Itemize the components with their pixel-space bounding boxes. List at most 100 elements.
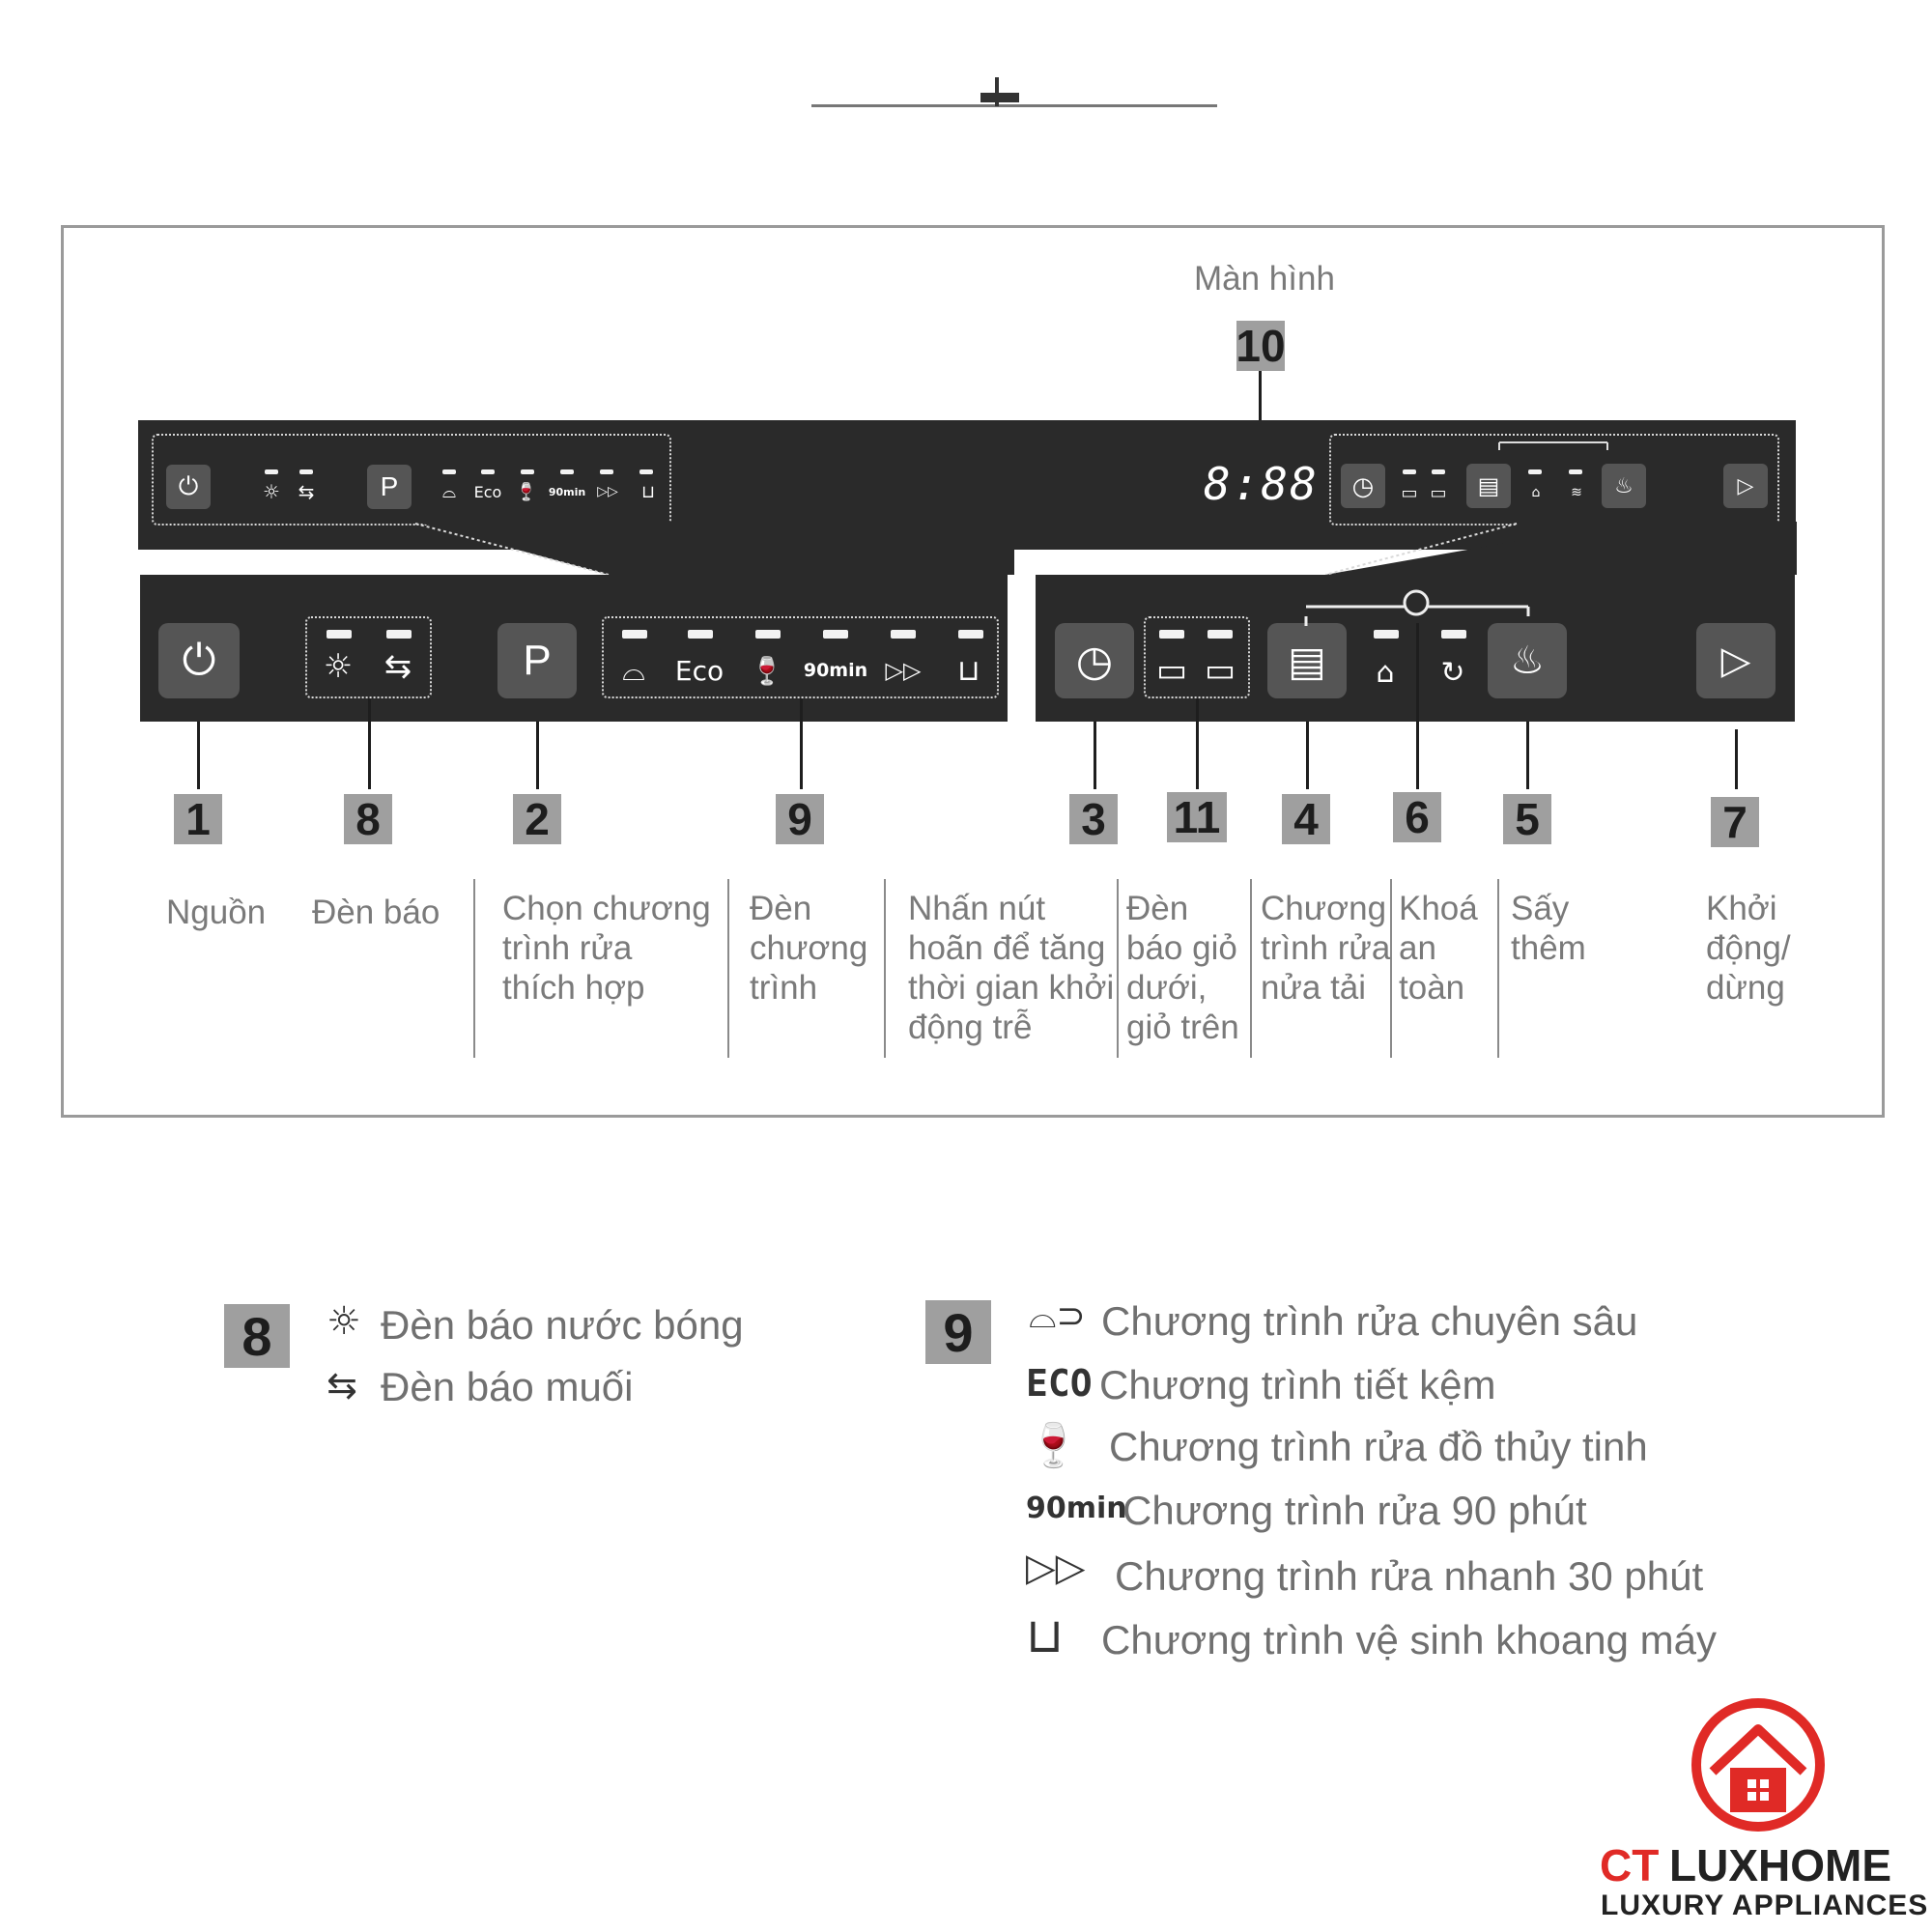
program-button[interactable]: P (497, 623, 577, 698)
callout-6: 6 (1393, 792, 1441, 842)
label-indicators: Đèn báo (312, 894, 440, 931)
90min-icon: 90min (548, 485, 586, 498)
rinse-aid-icon: ☼ (323, 647, 354, 686)
lock-icon: ⌂ (1531, 485, 1541, 500)
label-divider (884, 879, 886, 1058)
top-led (600, 469, 613, 474)
legend-9-badge: 9 (925, 1300, 991, 1364)
legend-9-item: Chương trình rửa chuyên sâu (1101, 1298, 1638, 1344)
callout-11: 11 (1167, 792, 1227, 842)
top-led (1528, 469, 1542, 474)
logo-tagline: LUXURY APPLIANCES (1601, 1889, 1929, 1921)
legend-9-item: Chương trình rửa đồ thủy tinh (1109, 1424, 1648, 1469)
glass-icon: 🍷 (515, 481, 538, 502)
legend-9-item: Chương trình rửa 90 phút (1122, 1488, 1587, 1533)
eco-icon: Eco (473, 482, 502, 501)
top-led (1569, 469, 1582, 474)
program-led (755, 630, 781, 639)
top-half-load-button[interactable]: ▤ (1466, 464, 1511, 508)
start-icon: ▷ (1720, 639, 1751, 682)
lower-basket-icon: ▭ (1401, 482, 1418, 503)
half-load-button[interactable]: ▤ (1267, 623, 1347, 698)
start-stop-button[interactable]: ▷ (1696, 623, 1776, 698)
rinse-aid-icon: ☼ (327, 1299, 361, 1344)
top-led (299, 469, 313, 474)
top-left-dotted-group (152, 434, 671, 526)
delay-start-button[interactable]: ◷ (1055, 623, 1134, 698)
legend-9-item: Chương trình rửa nhanh 30 phút (1115, 1553, 1704, 1599)
program-led-group-9 (602, 616, 999, 698)
callout-line-11 (1196, 698, 1199, 789)
top-program-button[interactable]: P (367, 465, 412, 509)
extra-dry-button[interactable]: ♨ (1488, 623, 1567, 698)
child-lock-icon: ⌂ (1376, 655, 1395, 690)
top-led (1403, 469, 1416, 474)
top-delay-button[interactable]: ◷ (1341, 464, 1385, 508)
callout-line-4 (1306, 722, 1309, 789)
machine-care-icon: ⊔ (957, 653, 980, 688)
clock-icon: ◷ (1075, 637, 1114, 685)
glass-icon: 🍷 (1027, 1421, 1080, 1470)
eco-icon: ECO (1026, 1362, 1093, 1405)
fast-forward-icon: ▷▷ (885, 657, 922, 684)
fast-forward-icon: ▷▷ (597, 484, 618, 499)
top-power-button[interactable]: ⏻ (166, 465, 211, 509)
top-led (1432, 469, 1445, 474)
callout-line-6 (1416, 623, 1419, 789)
callout-line-2 (536, 722, 539, 789)
callout-3: 3 (1069, 794, 1118, 844)
top-start-button[interactable]: ▷ (1723, 464, 1768, 508)
90min-icon: 90min (803, 660, 868, 681)
callout-line-3 (1094, 722, 1096, 789)
glass-icon: 🍷 (750, 654, 784, 687)
half-load-icon: ▤ (1288, 638, 1326, 684)
half-load-icon: ▤ (1477, 472, 1500, 499)
power-button[interactable]: ⏻ (158, 623, 240, 698)
top-led (265, 469, 278, 474)
program-key-label: P (523, 637, 552, 684)
callout-8: 8 (344, 794, 392, 844)
program-led (823, 630, 848, 639)
90min-icon: 90min (1026, 1492, 1127, 1525)
top-led (481, 469, 495, 474)
callout-line-1 (197, 722, 200, 789)
label-divider (1497, 879, 1499, 1058)
callout-5: 5 (1503, 794, 1551, 844)
extra-dry-indicator-icon: ≋ (1571, 485, 1582, 500)
label-divider (727, 879, 729, 1058)
legend-9-item: Chương trình tiết kệm (1099, 1362, 1496, 1407)
diagram-frame (61, 225, 1885, 1118)
program-led (622, 630, 647, 639)
callout-line-10 (1259, 371, 1262, 448)
extra-dry-indicator-icon: ↻ (1440, 655, 1465, 690)
top-extra-dry-button[interactable]: ♨ (1602, 464, 1646, 508)
rinse-aid-icon: ☼ (263, 480, 280, 503)
basket-indicator-group-11 (1144, 616, 1250, 698)
screen-label: Màn hình (1194, 260, 1335, 298)
callout-10: 10 (1236, 321, 1286, 371)
top-display: 8:88 (1204, 458, 1319, 510)
machine-care-icon: ⊔ (1026, 1607, 1065, 1663)
callout-4: 4 (1282, 794, 1330, 844)
salt-led (386, 630, 412, 639)
indicator-group-8 (305, 616, 432, 698)
callout-line-7 (1735, 729, 1738, 789)
eco-icon: Eco (674, 654, 724, 687)
extra-dry-led (1441, 630, 1466, 639)
label-power: Nguồn (166, 894, 267, 931)
power-icon: ⏻ (182, 637, 216, 684)
power-icon: ⏻ (178, 471, 199, 500)
house-logo-icon (1691, 1698, 1825, 1832)
callout-2: 2 (513, 794, 561, 844)
program-led (891, 630, 916, 639)
callout-line-5 (1526, 722, 1529, 789)
legend-9-item: Chương trình vệ sinh khoang máy (1101, 1617, 1717, 1662)
label-divider (1390, 879, 1392, 1058)
